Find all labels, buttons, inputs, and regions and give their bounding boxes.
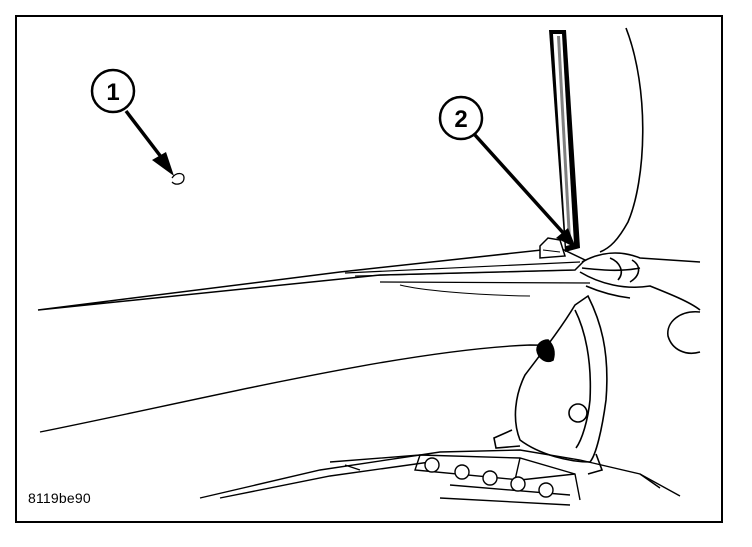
recliner-bracket (493, 294, 608, 475)
seat-track (199, 449, 681, 506)
technician-hand (579, 252, 701, 354)
trim-clip (539, 237, 566, 259)
seat-trim-panel (37, 247, 591, 433)
retainer-hook (171, 172, 185, 185)
figure-id-label: 8119be90 (28, 490, 91, 506)
seat-belt-webbing (549, 30, 580, 252)
callout-2 (438, 95, 576, 248)
callout-2-number: 2 (454, 106, 467, 133)
seat-back-outline (599, 27, 644, 253)
figure-border (15, 15, 723, 523)
callout-1 (90, 68, 174, 176)
callout-1-number: 1 (106, 79, 119, 106)
